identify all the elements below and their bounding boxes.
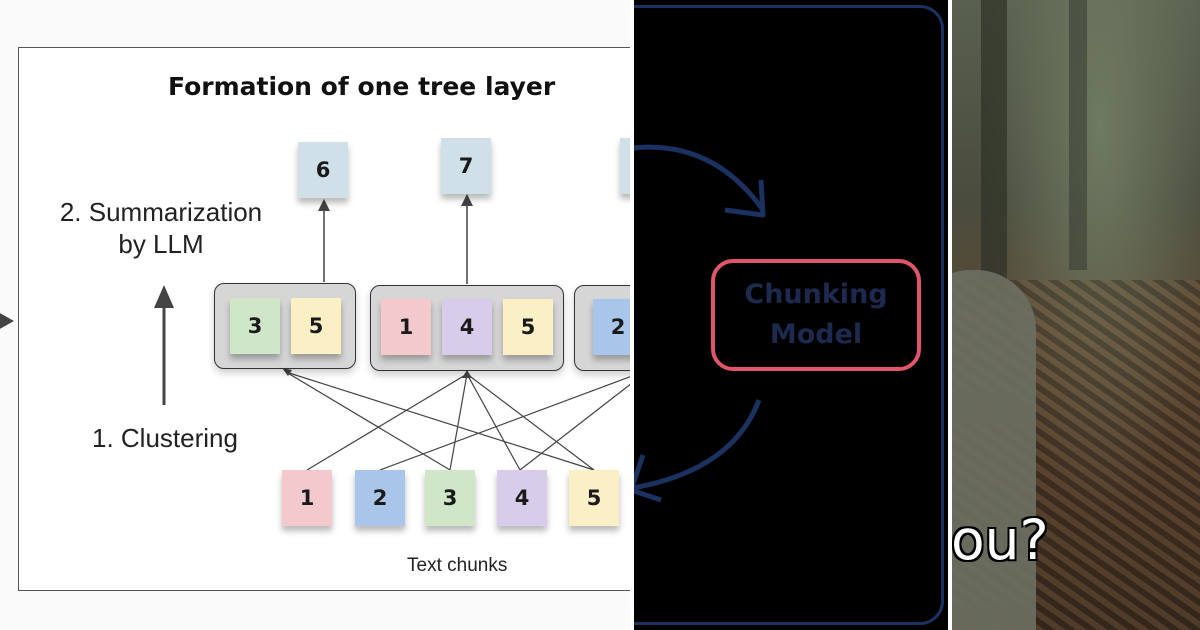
cluster2-chunk-5: 5	[503, 299, 553, 355]
text-chunk-4: 4	[497, 470, 547, 526]
connector-lines	[0, 194, 633, 471]
chunking-model-line-2: Model	[769, 319, 863, 350]
text-chunk-2: 2	[355, 470, 405, 526]
cluster1-chunk-5: 5	[291, 298, 341, 354]
summarization-line-1: 2. Summarization	[59, 197, 263, 227]
top-curved-arrow	[633, 144, 766, 212]
middle-frame	[633, 5, 944, 625]
left-edge-arrowhead	[0, 313, 14, 329]
chunking-model-box: Chunking Model	[711, 259, 921, 371]
clustering-up-arrowhead	[154, 285, 174, 308]
subtitle-caption: ou?	[951, 508, 1049, 572]
cluster2-chunk-4: 4	[442, 299, 492, 355]
clustering-edges	[285, 371, 633, 471]
text-chunks-label: Text chunks	[407, 555, 508, 576]
text-chunk-1: 1	[282, 470, 332, 526]
summary-node-7: 7	[441, 138, 491, 194]
bottom-arrowhead	[633, 454, 662, 503]
text-chunk-3: 3	[425, 470, 475, 526]
cluster1-arrowhead	[282, 368, 292, 376]
summarization-line-2: by LLM	[118, 229, 204, 259]
chunking-model-label: Chunking Model	[744, 275, 887, 355]
chunking-model-line-1: Chunking	[744, 279, 888, 310]
bottom-curved-arrow	[633, 399, 762, 491]
cluster2-arrowhead	[462, 370, 472, 378]
clustering-step-label: 1. Clustering	[92, 423, 238, 453]
summary-node-6: 6	[298, 142, 348, 198]
tree-trunk	[981, 0, 1007, 300]
top-arrowhead	[724, 179, 766, 218]
panel-separator	[630, 0, 634, 630]
cluster3-chunk-2: 2	[593, 299, 633, 355]
tree-layer-diagram-panel: Formation of one tree layer 2. Summariza…	[0, 47, 633, 591]
cluster1-chunk-3: 3	[230, 298, 280, 354]
cluster2-chunk-1: 1	[381, 299, 431, 355]
summarization-step-label: 2. Summarization by LLM	[30, 196, 292, 260]
movie-still-panel: ou?	[951, 0, 1200, 630]
chunking-model-panel: Chunking Model	[633, 0, 951, 630]
diagram-title: Formation of one tree layer	[168, 72, 556, 101]
tree-trunk	[1069, 0, 1087, 270]
text-chunk-5: 5	[569, 470, 619, 526]
panel-separator	[948, 0, 952, 630]
cycle-arrows	[633, 144, 766, 503]
person-silhouette	[951, 270, 1036, 630]
summary-node-partial	[620, 138, 633, 194]
